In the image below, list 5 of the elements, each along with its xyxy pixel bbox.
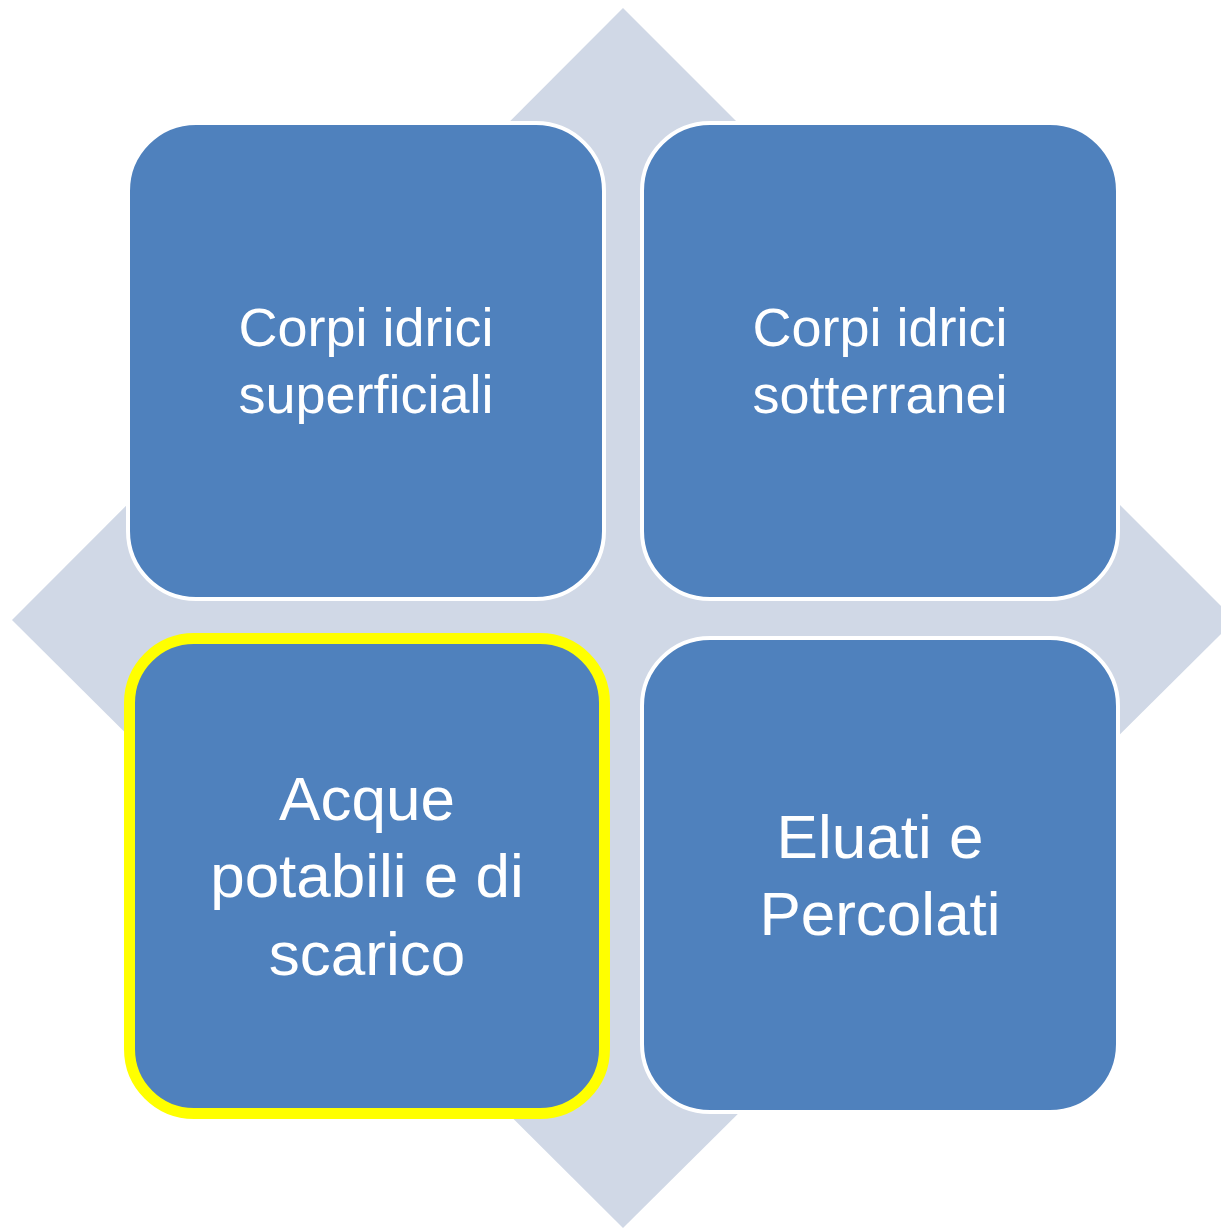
box-label: Eluati e Percolati: [758, 800, 1002, 950]
box-label: Acque potabili e di scarico: [209, 762, 525, 990]
rounded-box: [124, 633, 610, 1119]
box-label: Corpi idrici superficiali: [237, 295, 495, 426]
box-label: Corpi idrici sotterranei: [751, 295, 1009, 426]
